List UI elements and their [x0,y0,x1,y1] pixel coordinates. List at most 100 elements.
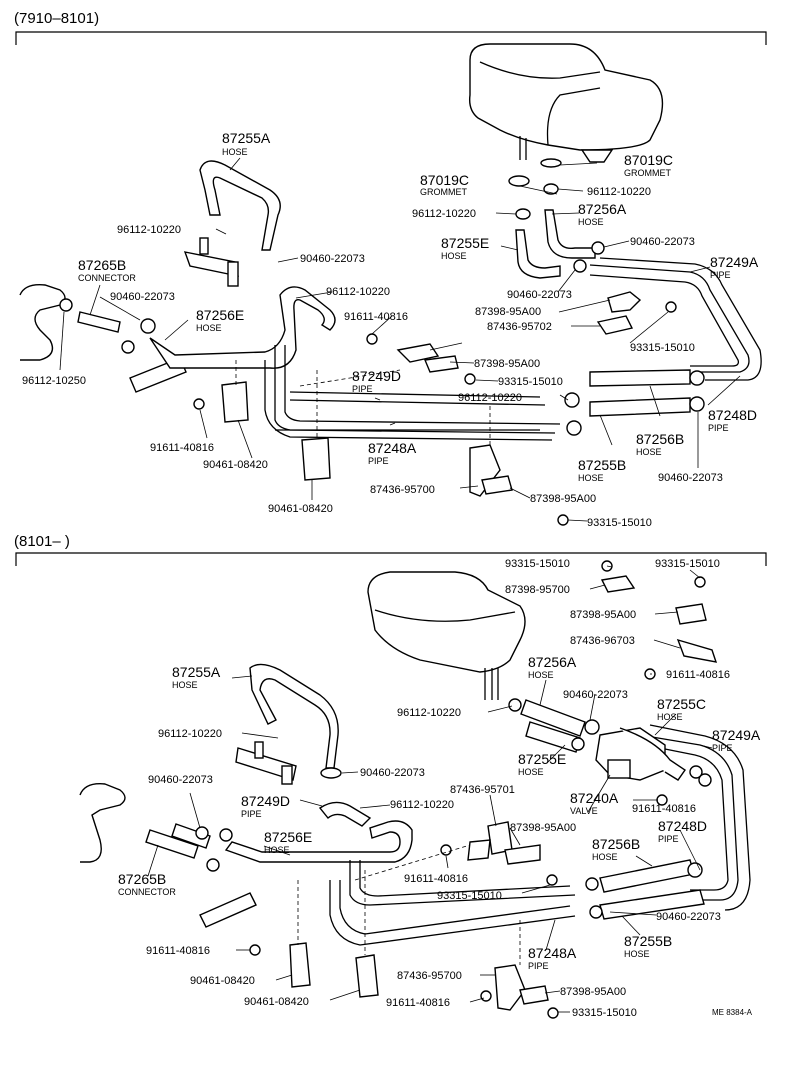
label-90461-08420-bottom-b: 90461-08420 [244,996,309,1008]
label-87019c-right: 87019C [624,152,673,168]
label-87256b-bottom-desc: HOSE [592,852,618,862]
label-96112-10220-bottom-a: 96112-10220 [397,707,461,719]
label-87255e-bottom: 87255E [518,751,566,767]
label-87249d-bottom-desc: PIPE [241,809,262,819]
label-87398-95700-bottom: 87398-95700 [505,584,570,596]
label-87255c-bottom: 87255C [657,696,706,712]
label-87255b-bottom-desc: HOSE [624,949,650,959]
label-87240a-bottom-desc: VALVE [570,806,598,816]
label-87256b-top: 87256B [636,431,684,447]
label-90460-22073-top-a: 90460-22073 [300,253,365,265]
label-87248d-bottom-desc: PIPE [658,834,679,844]
hose-87255a-bottom [249,663,339,769]
label-90460-22073-top-b: 90460-22073 [110,291,175,303]
label-93315-15010-bottom-b: 93315-15010 [655,558,720,570]
label-96112-10220-top-c: 96112-10220 [587,186,651,198]
bottom-labels: 93315-15010 93315-15010 87398-95700 8739… [118,558,761,1019]
label-87436-95701-bottom: 87436-95701 [450,784,515,796]
label-87255a-top-desc: HOSE [222,147,248,157]
label-87256a-bottom: 87256A [528,654,577,670]
label-91611-40816-bottom-e: 91611-40816 [386,997,450,1009]
label-96112-10250-top: 96112-10250 [22,375,86,387]
label-87249d-top-desc: PIPE [352,384,373,394]
label-87255a-bottom-desc: HOSE [172,680,198,690]
hose-87256e-top [149,286,336,369]
label-96112-10220-top-d: 96112-10220 [412,208,476,220]
label-87248d-top-desc: PIPE [708,423,729,433]
label-87019c-left-desc: GROMMET [420,187,467,197]
top-drawing [19,43,762,526]
label-90461-08420-top-a: 90461-08420 [203,459,268,471]
label-87256a-bottom-desc: HOSE [528,670,554,680]
label-87248a-top-desc: PIPE [368,456,389,466]
label-87249a-top: 87249A [710,254,759,270]
label-87255e-top: 87255E [441,235,489,251]
label-87398-95a00-top-c: 87398-95A00 [530,493,596,505]
heater-unit-bottom [367,571,526,673]
label-96112-10220-top-a: 96112-10220 [117,224,181,236]
hose-87256e-bottom [224,820,413,863]
label-91611-40816-bottom-d: 91611-40816 [146,945,210,957]
label-87255b-top-desc: HOSE [578,473,604,483]
section-bottom-frame: (8101– ) [14,533,767,566]
label-87256a-top-desc: HOSE [578,217,604,227]
label-87436-96703-bottom: 87436-96703 [570,635,635,647]
label-90460-22073-bottom-b: 90460-22073 [360,767,425,779]
label-87019c-left: 87019C [420,172,469,188]
label-90460-22073-top-c: 90460-22073 [630,236,695,248]
label-87249d-bottom: 87249D [241,793,290,809]
label-96112-10220-bottom-c: 96112-10220 [390,799,454,811]
label-90460-22073-bottom-a: 90460-22073 [563,689,628,701]
label-87265b-top: 87265B [78,257,126,273]
label-87398-95a00-top-b: 87398-95A00 [474,358,540,370]
label-90461-08420-bottom-a: 90461-08420 [190,975,255,987]
section-top-frame: (7910–8101) [14,10,767,45]
heater-unit-top [468,43,664,151]
hose-87255a-top [199,160,281,251]
label-87255c-bottom-desc: HOSE [657,712,683,722]
label-87436-95700-top: 87436-95700 [370,484,435,496]
label-87255a-top: 87255A [222,130,271,146]
label-87255b-bottom: 87255B [624,933,672,949]
section-top-label: (7910–8101) [14,10,99,27]
label-87256b-bottom: 87256B [592,836,640,852]
label-96112-10220-bottom-b: 96112-10220 [158,728,222,740]
label-91611-40816-top-a: 91611-40816 [344,311,408,323]
label-87255e-top-desc: HOSE [441,251,467,261]
label-87256e-bottom-desc: HOSE [264,845,290,855]
label-93315-15010-top-b: 93315-15010 [498,376,563,388]
label-91611-40816-top-b: 91611-40816 [150,442,214,454]
label-93315-15010-bottom-c: 93315-15010 [437,890,502,902]
label-96112-10220-top-b: 96112-10220 [326,286,390,298]
label-93315-15010-top-c: 93315-15010 [587,517,652,529]
label-87240a-bottom: 87240A [570,790,619,806]
label-87249a-bottom: 87249A [712,727,761,743]
label-90460-22073-top-e: 90460-22073 [658,472,723,484]
label-87255a-bottom: 87255A [172,664,221,680]
label-87265b-top-desc: CONNECTOR [78,273,136,283]
label-87256e-top: 87256E [196,307,244,323]
label-93315-15010-top-a: 93315-15010 [630,342,695,354]
bottom-drawing [79,560,751,1019]
label-87256e-top-desc: HOSE [196,323,222,333]
label-87398-95a00-bottom-b: 87398-95A00 [510,822,576,834]
label-90461-08420-top-b: 90461-08420 [268,503,333,515]
label-87248a-bottom: 87248A [528,945,577,961]
label-87249a-top-desc: PIPE [710,270,731,280]
label-87249d-top: 87249D [352,368,401,384]
label-87398-95a00-top-a: 87398-95A00 [475,306,541,318]
label-87436-95702-top: 87436-95702 [487,321,552,333]
label-87249a-bottom-desc: PIPE [712,743,733,753]
label-93315-15010-bottom-a: 93315-15010 [505,558,570,570]
label-87265b-bottom: 87265B [118,871,166,887]
label-87248a-top: 87248A [368,440,417,456]
label-91611-40816-bottom-a: 91611-40816 [666,669,730,681]
label-87256b-top-desc: HOSE [636,447,662,457]
label-91611-40816-bottom-b: 91611-40816 [632,803,696,815]
leader-lines [59,157,741,1013]
label-87256a-top: 87256A [578,201,627,217]
label-87265b-bottom-desc: CONNECTOR [118,887,176,897]
label-87255b-top: 87255B [578,457,626,473]
label-87256e-bottom: 87256E [264,829,312,845]
